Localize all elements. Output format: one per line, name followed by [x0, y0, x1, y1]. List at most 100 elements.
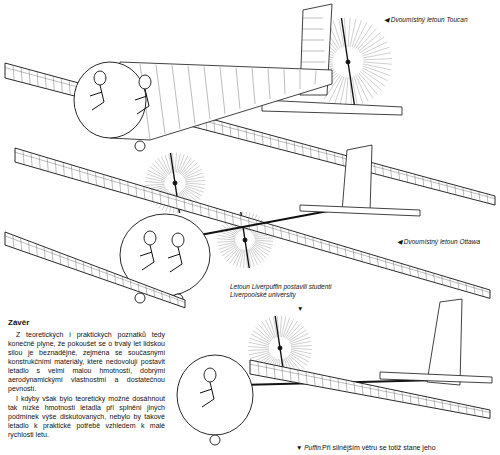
- toucan-nose: [74, 62, 146, 138]
- wing-rib: [370, 385, 371, 396]
- wing-rib: [322, 375, 323, 387]
- propeller-disc: [288, 327, 304, 341]
- wing-rib: [112, 177, 113, 190]
- propeller-disc: [291, 349, 311, 353]
- wing-rib: [75, 259, 76, 270]
- propeller-disc: [348, 18, 350, 47]
- pilot-head: [139, 75, 151, 89]
- wing-rib: [91, 265, 92, 276]
- wing-spar: [5, 236, 185, 302]
- ottawa-tailplane: [300, 205, 420, 216]
- wing-rib: [282, 367, 283, 380]
- pilot-leg: [202, 399, 214, 407]
- propeller-disc: [180, 158, 191, 174]
- propeller-disc: [363, 53, 391, 58]
- wheel: [135, 141, 145, 151]
- wing-rib: [286, 139, 287, 151]
- wing-rib: [278, 137, 279, 149]
- propeller-disc: [253, 246, 267, 258]
- wing-rib: [463, 187, 464, 196]
- wing-rib: [184, 199, 185, 211]
- wing-rib: [13, 235, 14, 248]
- wing-rib: [329, 242, 330, 252]
- wing-rib: [297, 232, 298, 243]
- propeller-disc: [357, 28, 376, 49]
- fuselage-truss: [315, 71, 316, 84]
- propeller-disc: [363, 64, 391, 70]
- wing-rib: [107, 270, 108, 280]
- propeller-disc: [185, 184, 204, 188]
- pilot-body: [145, 89, 149, 106]
- wing-rib: [104, 174, 105, 187]
- wing-rib: [55, 160, 56, 174]
- wing-rib: [168, 194, 169, 206]
- wing-rib: [192, 201, 193, 213]
- wing-rib: [487, 194, 488, 203]
- propeller-disc: [165, 155, 171, 174]
- wing-rib: [431, 179, 432, 189]
- pilot-leg: [92, 102, 104, 110]
- wing-rib: [238, 126, 239, 138]
- wing-rib: [222, 122, 223, 134]
- fuselage-truss: [252, 68, 255, 104]
- fuselage-truss: [284, 69, 285, 94]
- wing-rib: [176, 196, 177, 208]
- wing-rib: [266, 363, 267, 377]
- propeller-disc: [350, 19, 356, 47]
- propeller-disc: [259, 324, 273, 340]
- pilot-body: [178, 247, 182, 264]
- wing-rib: [120, 179, 121, 192]
- wing-rib: [39, 155, 40, 169]
- wing-rib: [361, 251, 362, 261]
- wing-rib: [254, 131, 255, 143]
- propeller-disc: [291, 348, 312, 350]
- propeller-disc: [354, 76, 363, 103]
- wing-rib: [442, 400, 443, 410]
- fuselage-truss: [300, 70, 301, 89]
- wing-rib: [471, 189, 472, 198]
- propeller-disc: [254, 243, 271, 249]
- wing-rib: [455, 185, 456, 194]
- wing-rib: [96, 172, 97, 185]
- wing-rib: [474, 285, 475, 294]
- wing-rib: [115, 273, 116, 283]
- wing-rib: [482, 408, 483, 417]
- propeller-hub: [243, 238, 247, 242]
- fin-rib: [301, 62, 325, 63]
- wheel: [210, 435, 220, 445]
- wing-rib: [138, 282, 139, 291]
- propeller-disc: [363, 62, 392, 64]
- propeller-disc: [269, 318, 275, 338]
- wing-rib: [402, 392, 403, 402]
- wing-rib: [474, 407, 475, 416]
- propeller-disc: [335, 77, 345, 104]
- wing-rib: [71, 165, 72, 178]
- wing-rib: [375, 163, 376, 173]
- wing-rib: [69, 80, 70, 94]
- propeller-disc: [280, 316, 282, 337]
- propeller-disc: [360, 71, 381, 90]
- wing-rib: [314, 373, 315, 386]
- toucan-wing: [5, 63, 495, 205]
- propeller-disc: [255, 240, 273, 241]
- wing-rib: [305, 235, 306, 246]
- wing-rib: [306, 372, 307, 385]
- fuselage-truss: [172, 65, 180, 129]
- propeller-disc: [230, 248, 240, 263]
- propeller-disc: [249, 351, 269, 355]
- wing-rib: [313, 237, 314, 247]
- wing-rib: [385, 259, 386, 269]
- propeller-disc: [249, 249, 255, 266]
- propeller-disc: [219, 244, 236, 250]
- ottawa-fin: [342, 145, 372, 212]
- pilot-body: [150, 245, 154, 262]
- wing-rib: [409, 266, 410, 275]
- wing-rib: [391, 168, 392, 178]
- wing-rib: [28, 241, 29, 253]
- wing-rib: [458, 280, 459, 289]
- propeller-disc: [253, 245, 268, 255]
- wing-rib: [265, 223, 266, 234]
- wing-rib: [257, 220, 258, 231]
- wing-rib: [144, 187, 145, 199]
- propeller-disc: [181, 160, 194, 175]
